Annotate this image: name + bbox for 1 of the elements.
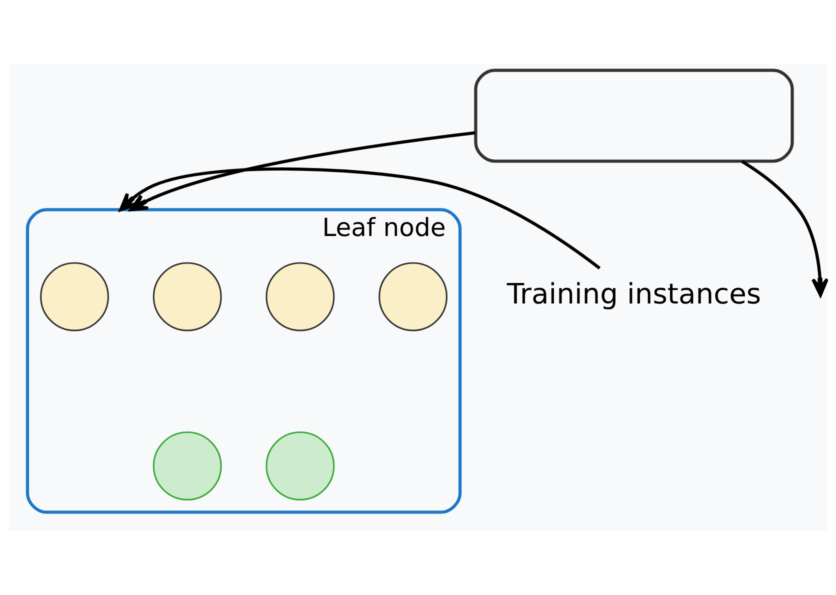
node-text: Training instances: [506, 278, 762, 311]
